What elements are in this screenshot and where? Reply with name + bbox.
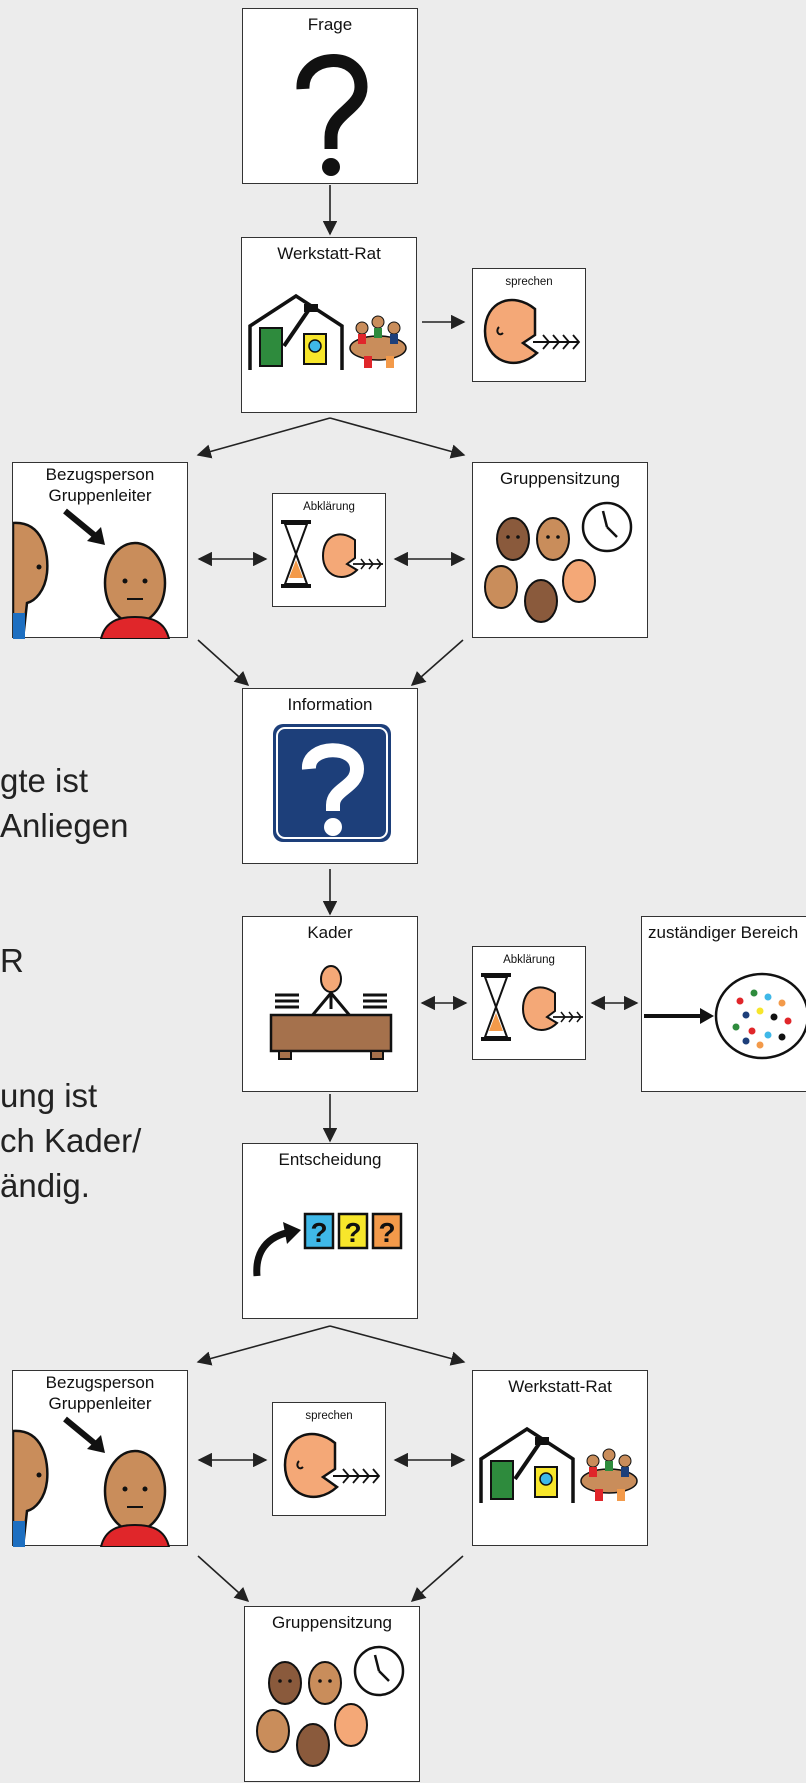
card-bezugsperson-label-2: Gruppenleiter: [48, 486, 152, 505]
card-gruppensitzung-2: Gruppensitzung: [244, 1606, 420, 1782]
card-bezugsperson-2-label-1: Bezugsperson: [45, 1373, 155, 1392]
svg-text:?: ?: [344, 1217, 361, 1248]
card-sprechen: sprechen: [472, 268, 586, 382]
card-information: Information: [242, 688, 418, 864]
card-abklaerung-kader: Abklärung: [472, 946, 586, 1060]
card-gruppensitzung-label: Gruppensitzung: [499, 469, 621, 488]
card-werkstatt-rat-2-label: Werkstatt-Rat: [508, 1377, 612, 1396]
card-werkstatt-rat: Werkstatt-Rat: [241, 237, 417, 413]
workshop-council-icon: [479, 1426, 638, 1503]
card-kader: Kader: [242, 916, 418, 1092]
card-bezugsperson-label-1: Bezugsperson: [45, 465, 155, 484]
card-kader-label: Kader: [307, 923, 353, 942]
card-gruppensitzung-2-label: Gruppensitzung: [271, 1613, 393, 1632]
question-mark-icon: [296, 54, 368, 176]
card-werkstatt-rat-2: Werkstatt-Rat: [472, 1370, 648, 1546]
card-sprechen-label: sprechen: [505, 276, 553, 288]
card-bezugsperson-2: Bezugsperson Gruppenleiter: [12, 1370, 188, 1547]
caregiver-icon: [13, 508, 171, 639]
card-bezugsperson-2-label-2: Gruppenleiter: [48, 1394, 152, 1413]
side-text-line-2: Anliegen: [0, 807, 129, 844]
area-dots-icon: [644, 972, 806, 1060]
workshop-council-icon: [248, 293, 407, 370]
card-sprechen-2: sprechen: [272, 1402, 386, 1516]
speaking-face-icon: [283, 1432, 381, 1498]
caregiver-icon: [13, 1416, 171, 1547]
card-zustaendiger-bereich-label: zuständiger Bereich: [648, 923, 799, 942]
card-entscheidung-label: Entscheidung: [278, 1150, 382, 1169]
side-text-line-3: R: [0, 942, 24, 979]
hourglass-speaking-icon: [481, 973, 583, 1041]
group-meeting-icon: [484, 501, 633, 623]
decision-icon: ? ? ?: [253, 1212, 403, 1277]
side-text-line-1: gte ist: [0, 762, 89, 799]
card-abklaerung: Abklärung: [272, 493, 386, 607]
side-text-line-6: ändig.: [0, 1167, 90, 1204]
hourglass-speaking-icon: [281, 520, 383, 588]
svg-text:?: ?: [378, 1217, 395, 1248]
card-frage-label: Frage: [307, 15, 353, 34]
card-information-label: Information: [287, 695, 373, 714]
card-entscheidung: Entscheidung ? ? ?: [242, 1143, 418, 1319]
information-sign-icon: [273, 724, 391, 842]
svg-text:?: ?: [310, 1217, 327, 1248]
card-zustaendiger-bereich: zuständiger Bereich: [641, 916, 806, 1092]
card-bezugsperson: Bezugsperson Gruppenleiter: [12, 462, 188, 639]
side-text-line-5: ch Kader/: [0, 1122, 142, 1159]
card-sprechen-2-label: sprechen: [305, 1410, 353, 1422]
card-frage: Frage: [242, 8, 418, 184]
card-werkstatt-rat-label: Werkstatt-Rat: [277, 244, 381, 263]
group-meeting-icon: [256, 1645, 405, 1767]
management-desk-icon: [269, 965, 393, 1060]
card-abklaerung-kader-label: Abklärung: [503, 954, 555, 966]
card-abklaerung-label: Abklärung: [303, 501, 355, 513]
card-gruppensitzung: Gruppensitzung: [472, 462, 648, 638]
speaking-face-icon: [483, 298, 581, 364]
side-text-line-4: ung ist: [0, 1077, 98, 1114]
